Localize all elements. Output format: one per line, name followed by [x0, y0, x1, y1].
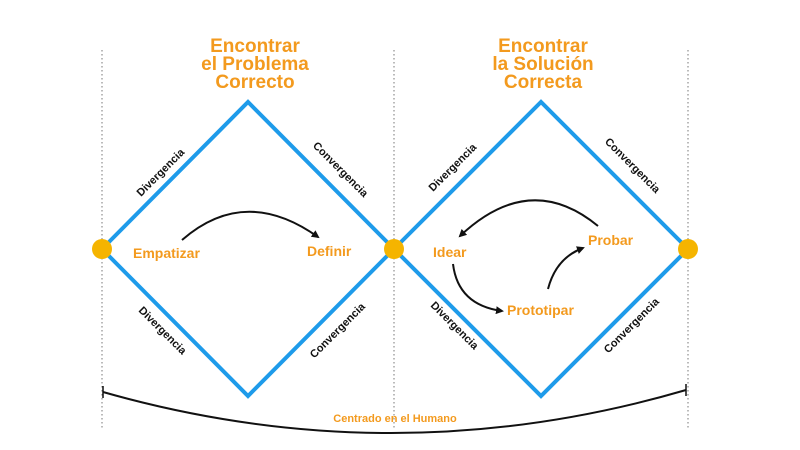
arrow-prototipar-to-probar	[547, 246, 585, 290]
label-convergence: Convergencia	[602, 136, 663, 197]
node-end	[678, 239, 698, 259]
right-title-line-1: Encontrar	[498, 36, 588, 57]
left-title-line-3: Correcto	[215, 72, 294, 93]
stage-definir: Definir	[307, 243, 352, 259]
arrow-probar-to-idear	[458, 199, 599, 238]
footer-label: Centrado en el Humano	[333, 413, 457, 425]
label-convergence: Convergencia	[310, 140, 371, 201]
label-convergence: Convergencia	[308, 300, 369, 361]
stage-idear: Idear	[433, 244, 467, 260]
node-middle	[384, 239, 404, 259]
arrow-empatizar-to-definir	[181, 210, 320, 241]
human-centered-bracket	[102, 389, 687, 434]
stage-empatizar: Empatizar	[133, 245, 200, 261]
node-start	[92, 239, 112, 259]
left-title-line-2: el Problema	[201, 54, 309, 75]
right-title-line-3: Correcta	[504, 72, 583, 93]
stage-probar: Probar	[588, 232, 634, 248]
left-title-line-1: Encontrar	[210, 36, 300, 57]
label-divergence: Divergencia	[427, 141, 480, 194]
stage-prototipar: Prototipar	[507, 302, 574, 318]
right-title-line-2: la Solución	[492, 54, 593, 75]
arrow-idear-to-prototipar	[452, 263, 504, 315]
